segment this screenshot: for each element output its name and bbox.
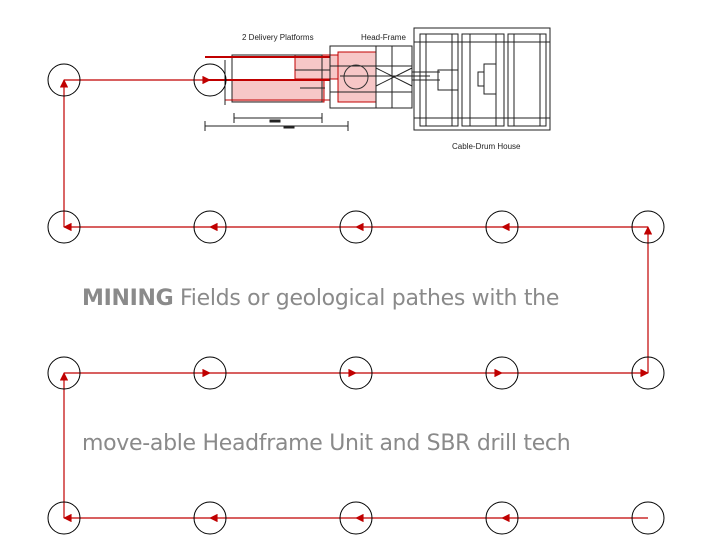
- path-node: [485, 501, 519, 535]
- caption-line-1: MINING Fields or geological pathes with …: [82, 286, 559, 311]
- path-node: [47, 501, 81, 535]
- path-node: [193, 501, 227, 535]
- path-node: [193, 210, 227, 244]
- headframe-schematic: [204, 27, 551, 131]
- cable-drum-house-box: [413, 27, 551, 131]
- path-node: [47, 356, 81, 390]
- label-cable-drum-house: Cable-Drum House: [452, 142, 521, 151]
- path-node: [339, 210, 373, 244]
- label-head-frame: Head-Frame: [361, 33, 406, 42]
- path-network: [59, 75, 653, 523]
- node-grid: [47, 63, 665, 535]
- path-node: [631, 210, 665, 244]
- path-node: [631, 501, 665, 535]
- path-node: [485, 356, 519, 390]
- path-node: [193, 356, 227, 390]
- path-node: [47, 63, 81, 97]
- path-node: [631, 356, 665, 390]
- caption-line-2: move-able Headframe Unit and SBR drill t…: [82, 431, 571, 456]
- head-frame-box: [329, 45, 413, 109]
- delivery-platform-lower: [231, 79, 325, 103]
- path-node: [47, 210, 81, 244]
- path-node: [339, 356, 373, 390]
- path-node: [339, 501, 373, 535]
- path-node: [485, 210, 519, 244]
- label-delivery-platforms: 2 Delivery Platforms: [242, 33, 314, 42]
- caption-mining-word: MINING: [82, 286, 174, 311]
- path-node: [193, 63, 227, 97]
- caption-line-1-text: Fields or geological pathes with the: [173, 286, 560, 311]
